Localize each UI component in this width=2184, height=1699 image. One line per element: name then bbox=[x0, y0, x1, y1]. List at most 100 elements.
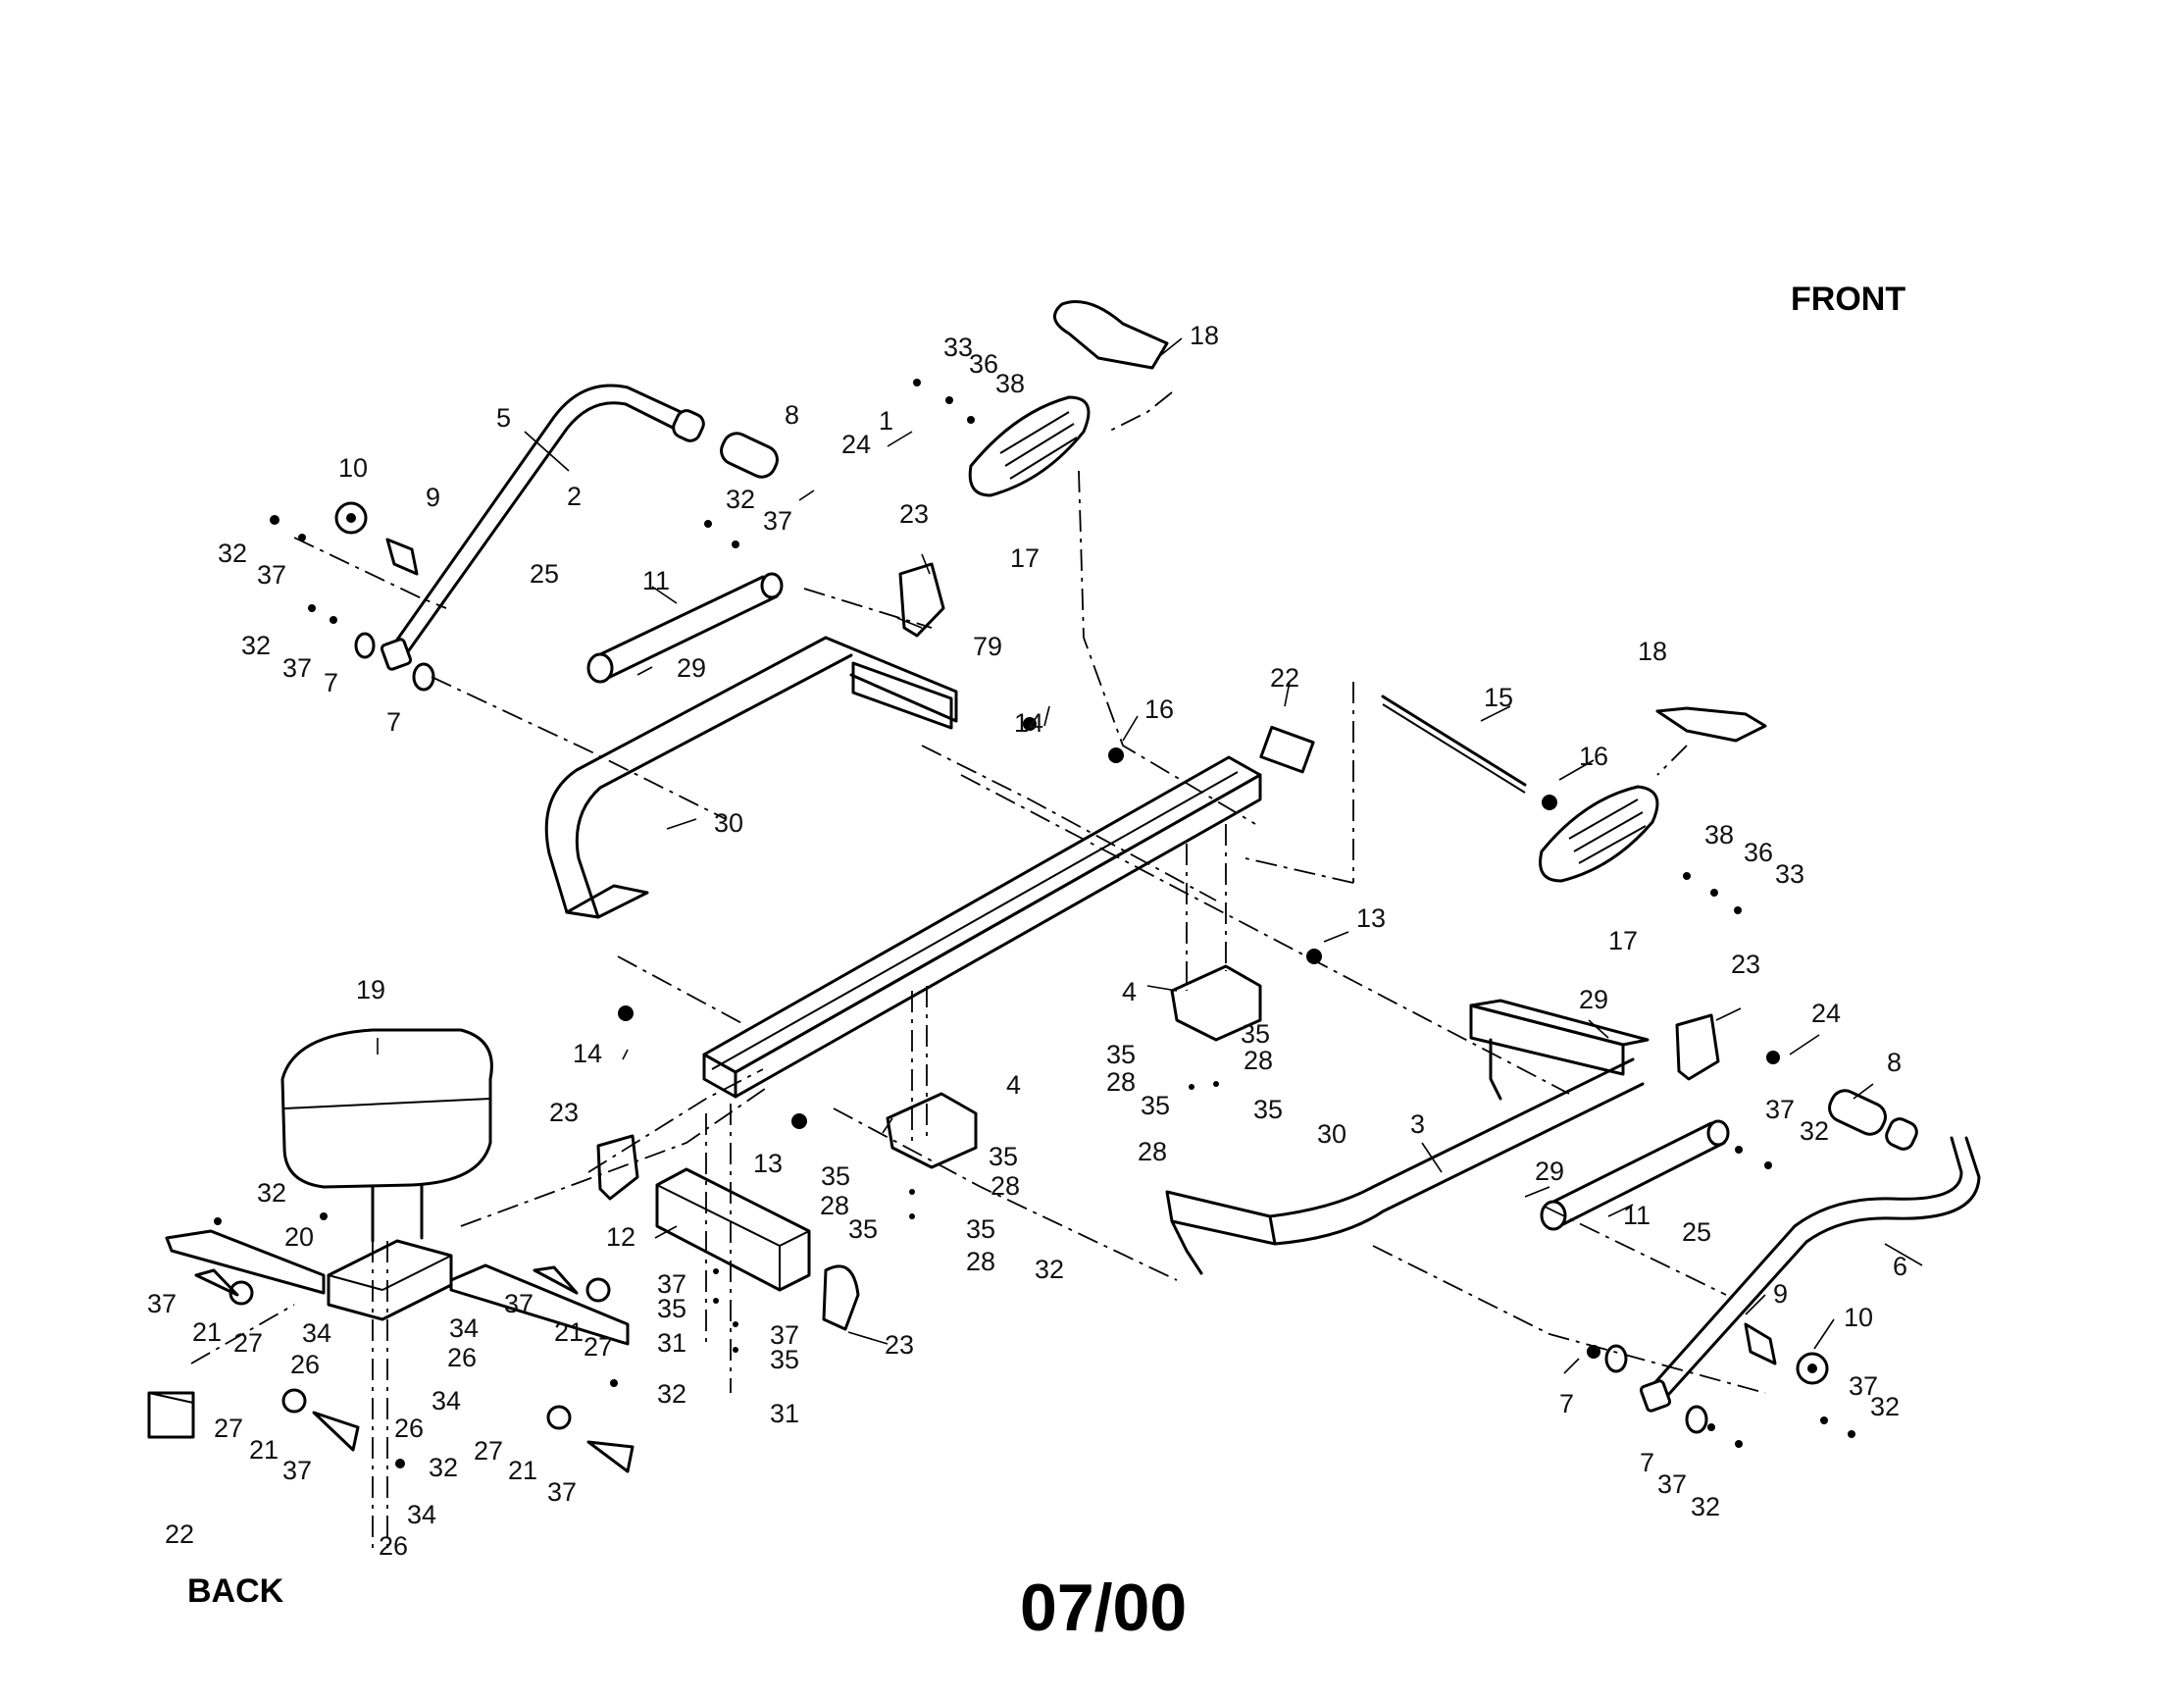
part-label: 3 bbox=[1410, 1109, 1425, 1139]
part-label: 1 bbox=[879, 406, 893, 436]
part-label: 38 bbox=[1704, 820, 1734, 850]
part-label: 28 bbox=[1138, 1137, 1167, 1166]
part-label: 35 bbox=[821, 1161, 850, 1191]
pedals bbox=[968, 395, 1659, 883]
assembly-lines bbox=[190, 391, 1766, 1550]
part-label: 32 bbox=[657, 1379, 686, 1409]
part-label: 32 bbox=[241, 631, 271, 660]
part-label: 7 bbox=[1640, 1448, 1654, 1477]
part-label: 37 bbox=[1657, 1469, 1687, 1499]
part-label: 21 bbox=[249, 1435, 279, 1465]
right-frame bbox=[1165, 999, 1650, 1275]
part-label: 37 bbox=[504, 1289, 533, 1318]
seat-wheels bbox=[194, 1265, 635, 1473]
part-label: 29 bbox=[1579, 985, 1608, 1014]
part-label: 17 bbox=[1608, 926, 1638, 955]
part-label: 31 bbox=[770, 1399, 799, 1428]
part-label: 9 bbox=[426, 483, 440, 512]
part-label: 5 bbox=[496, 403, 511, 433]
part-label: 30 bbox=[1317, 1119, 1346, 1149]
part-label: 28 bbox=[990, 1171, 1020, 1201]
part-label: 27 bbox=[233, 1328, 263, 1358]
back-heading: BACK bbox=[187, 1572, 284, 1610]
pedal-brackets bbox=[1053, 300, 1767, 743]
part-drawings bbox=[147, 300, 1981, 1473]
right-handle bbox=[1639, 1136, 1981, 1413]
part-label: 35 bbox=[657, 1294, 686, 1323]
part-label: 37 bbox=[257, 560, 286, 590]
part-label: 16 bbox=[1579, 742, 1608, 771]
part-label: 37 bbox=[147, 1289, 177, 1318]
part-label: 22 bbox=[1270, 663, 1299, 693]
part-label: 18 bbox=[1190, 321, 1219, 350]
part-label: 35 bbox=[966, 1214, 995, 1244]
part-label: 32 bbox=[429, 1453, 458, 1482]
part-label: 34 bbox=[407, 1500, 436, 1529]
part-label: 38 bbox=[995, 369, 1025, 398]
part-label: 19 bbox=[356, 975, 385, 1004]
part-label: 14 bbox=[573, 1039, 602, 1068]
part-label: 37 bbox=[282, 653, 312, 683]
part-label: 34 bbox=[449, 1313, 479, 1343]
part-label: 37 bbox=[763, 506, 792, 536]
part-label: 37 bbox=[770, 1320, 799, 1350]
part-label: 79 bbox=[973, 632, 1002, 661]
part-label: 4 bbox=[1006, 1070, 1021, 1100]
part-label: 11 bbox=[1623, 1201, 1651, 1230]
left-frame bbox=[544, 636, 958, 919]
part-label: 25 bbox=[530, 559, 559, 589]
part-label: 16 bbox=[1144, 695, 1174, 724]
part-label: 10 bbox=[338, 453, 368, 483]
part-label: 7 bbox=[324, 668, 338, 697]
part-label: 21 bbox=[554, 1317, 584, 1347]
part-label: 35 bbox=[1253, 1095, 1283, 1124]
part-label: 34 bbox=[302, 1318, 331, 1348]
part-label: 20 bbox=[284, 1222, 314, 1252]
part-label: 13 bbox=[753, 1149, 783, 1178]
part-label: 12 bbox=[606, 1222, 635, 1252]
part-label: 28 bbox=[1244, 1046, 1273, 1075]
part-label: 8 bbox=[785, 400, 799, 430]
part-label: 23 bbox=[885, 1330, 914, 1360]
part-label: 22 bbox=[165, 1519, 194, 1549]
part-label: 31 bbox=[657, 1328, 686, 1358]
part-label: 35 bbox=[1141, 1091, 1170, 1120]
part-label: 35 bbox=[989, 1142, 1018, 1171]
knobs-and-brackets bbox=[334, 501, 1829, 1385]
axle bbox=[1381, 695, 1527, 794]
part-label: 37 bbox=[657, 1269, 686, 1299]
part-label: 24 bbox=[1811, 999, 1841, 1028]
part-label: 37 bbox=[547, 1477, 577, 1507]
rollers bbox=[354, 632, 1708, 1434]
part-label: 23 bbox=[549, 1098, 579, 1127]
part-label: 35 bbox=[1106, 1040, 1136, 1069]
part-label: 25 bbox=[1682, 1217, 1711, 1247]
part-label: 35 bbox=[848, 1214, 878, 1244]
part-label: 26 bbox=[290, 1350, 320, 1379]
left-handle bbox=[380, 384, 693, 671]
hardware-dots bbox=[214, 379, 1855, 1468]
part-label: 35 bbox=[770, 1345, 799, 1374]
part-label: 27 bbox=[214, 1414, 243, 1443]
part-label: 32 bbox=[1800, 1116, 1829, 1146]
part-label: 7 bbox=[386, 707, 401, 737]
part-label: 35 bbox=[1241, 1019, 1270, 1049]
grips bbox=[672, 409, 1918, 1151]
part-label: 6 bbox=[1893, 1252, 1907, 1281]
part-label: 10 bbox=[1844, 1303, 1873, 1332]
wheel-brackets bbox=[886, 964, 1262, 1169]
rear-brackets bbox=[147, 725, 1315, 1439]
part-label: 13 bbox=[1356, 903, 1386, 933]
part-label: 32 bbox=[726, 485, 755, 514]
part-label: 21 bbox=[192, 1317, 222, 1347]
part-label: 36 bbox=[1744, 838, 1773, 867]
part-label: 37 bbox=[1765, 1095, 1795, 1124]
part-label: 24 bbox=[841, 430, 871, 459]
part-label: 28 bbox=[966, 1247, 995, 1276]
part-label: 37 bbox=[282, 1456, 312, 1485]
part-label: 27 bbox=[474, 1436, 503, 1466]
part-label: 28 bbox=[1106, 1067, 1136, 1097]
part-label: 9 bbox=[1773, 1279, 1788, 1309]
part-label: 8 bbox=[1887, 1048, 1902, 1077]
